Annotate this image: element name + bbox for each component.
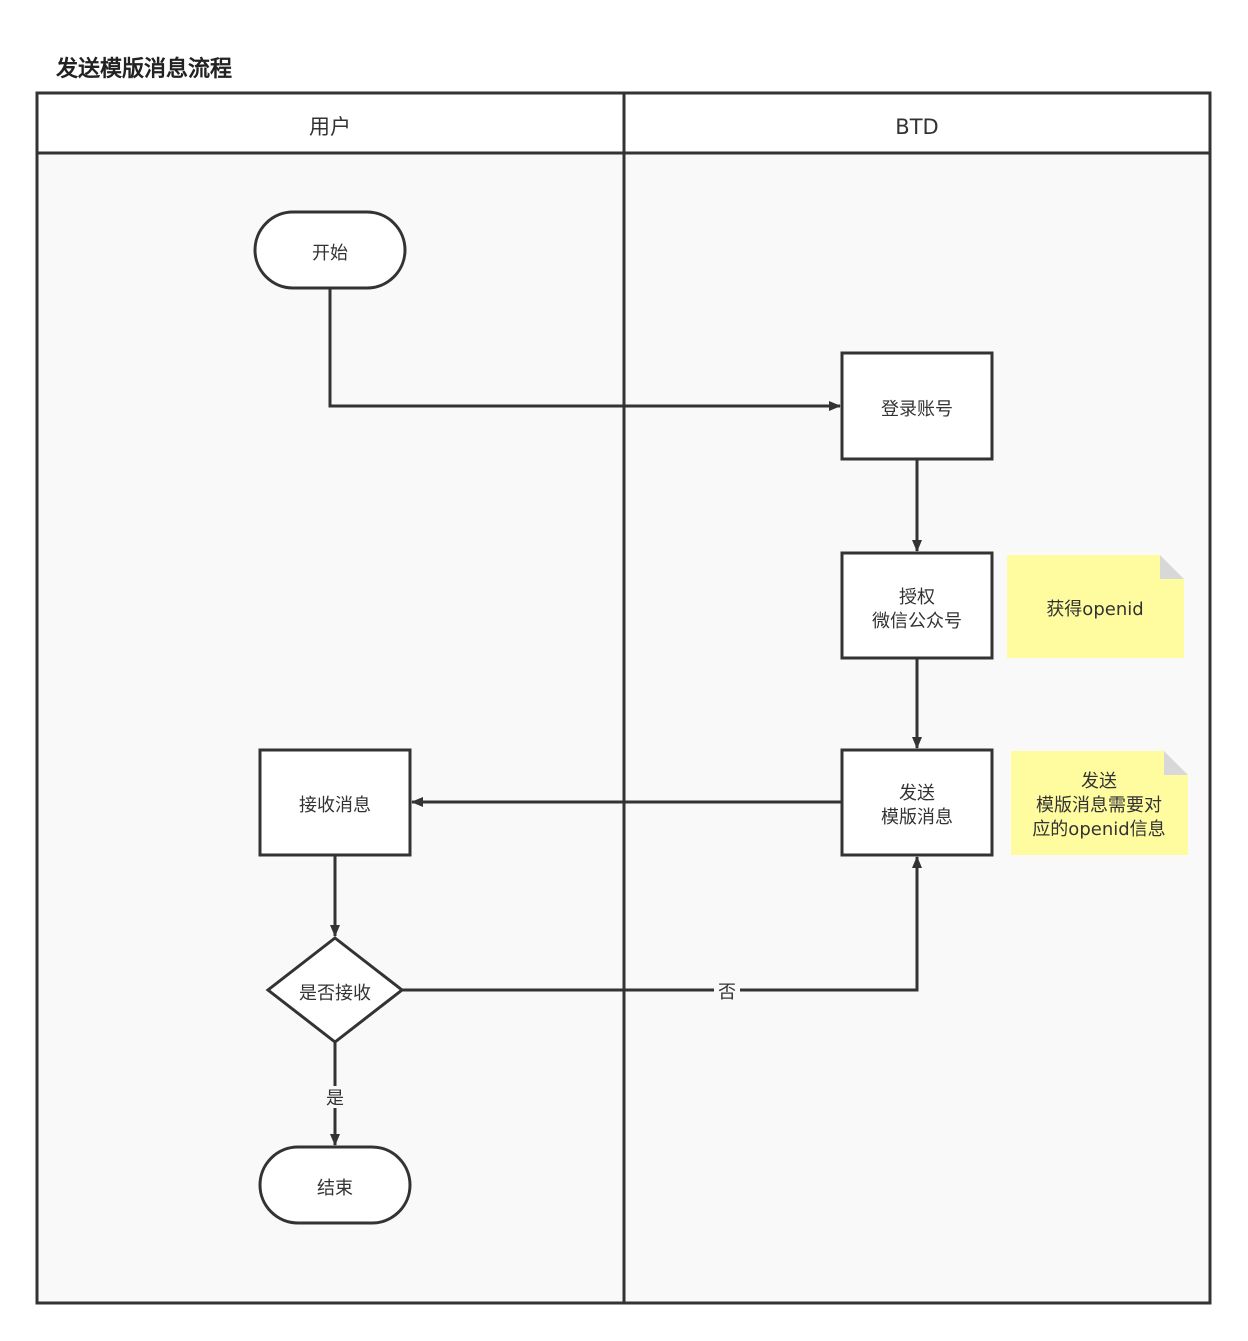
node-send-label-line1: 发送 [899,783,935,804]
edge-decision-to-send [402,856,922,992]
note-send-text-line1: 发送 [1081,771,1117,792]
node-decision-label: 是否接收 [299,983,371,1004]
note-openid-text: 获得openid [1046,599,1143,620]
edges: 否 是 [322,289,922,1146]
lane-title-user: 用户 [309,115,351,139]
note-openid[interactable]: 获得openid [1007,555,1184,658]
node-send-label-line2: 模版消息 [881,807,953,828]
node-start[interactable]: 开始 [253,210,407,290]
diagram-title: 发送模版消息流程 [55,56,232,82]
decision-shape [265,936,405,1044]
lane-title-btd: BTD [895,115,938,139]
node-receive-label: 接收消息 [299,795,371,816]
edge-label-no: 否 [718,982,736,1003]
process-shape [840,351,994,461]
node-start-label: 开始 [312,243,348,264]
node-login-label: 登录账号 [881,399,953,420]
sticky-note-shape [1011,751,1188,855]
process-shape [258,748,412,857]
process-shape [840,748,994,857]
node-decision[interactable]: 是否接收 [265,936,405,1044]
node-authorize-label-line2: 微信公众号 [872,611,962,632]
edge-label-yes-bg [322,1086,348,1108]
nodes: 开始 登录账号 授权 微信公众号 发送 模版消息 接收消息 是否接收 [253,210,994,1225]
terminal-shape [258,1145,412,1225]
node-receive[interactable]: 接收消息 [258,748,412,857]
node-authorize-label-line1: 授权 [899,587,935,608]
note-send-text-line2: 模版消息需要对 [1036,795,1162,816]
note-send-info[interactable]: 发送 模版消息需要对 应的openid信息 [1011,751,1188,855]
node-authorize[interactable]: 授权 微信公众号 [840,551,994,660]
edge-label-yes: 是 [326,1088,344,1109]
sticky-note-shape [1007,555,1184,658]
node-end[interactable]: 结束 [258,1145,412,1225]
notes: 获得openid 发送 模版消息需要对 应的openid信息 [1007,555,1188,855]
swimlane-pool: 用户 BTD [35,91,1212,1305]
node-login[interactable]: 登录账号 [840,351,994,461]
node-send[interactable]: 发送 模版消息 [840,748,994,857]
edge-label-no-bg [714,980,740,1002]
node-end-label: 结束 [317,1178,353,1199]
note-send-text-line3: 应的openid信息 [1032,819,1165,840]
note-fold-corner [1164,751,1188,775]
pool-outline [35,91,1212,1305]
process-shape [840,551,994,660]
edge-start-to-login [328,289,841,411]
terminal-shape [253,210,407,290]
note-fold-corner [1160,555,1184,579]
